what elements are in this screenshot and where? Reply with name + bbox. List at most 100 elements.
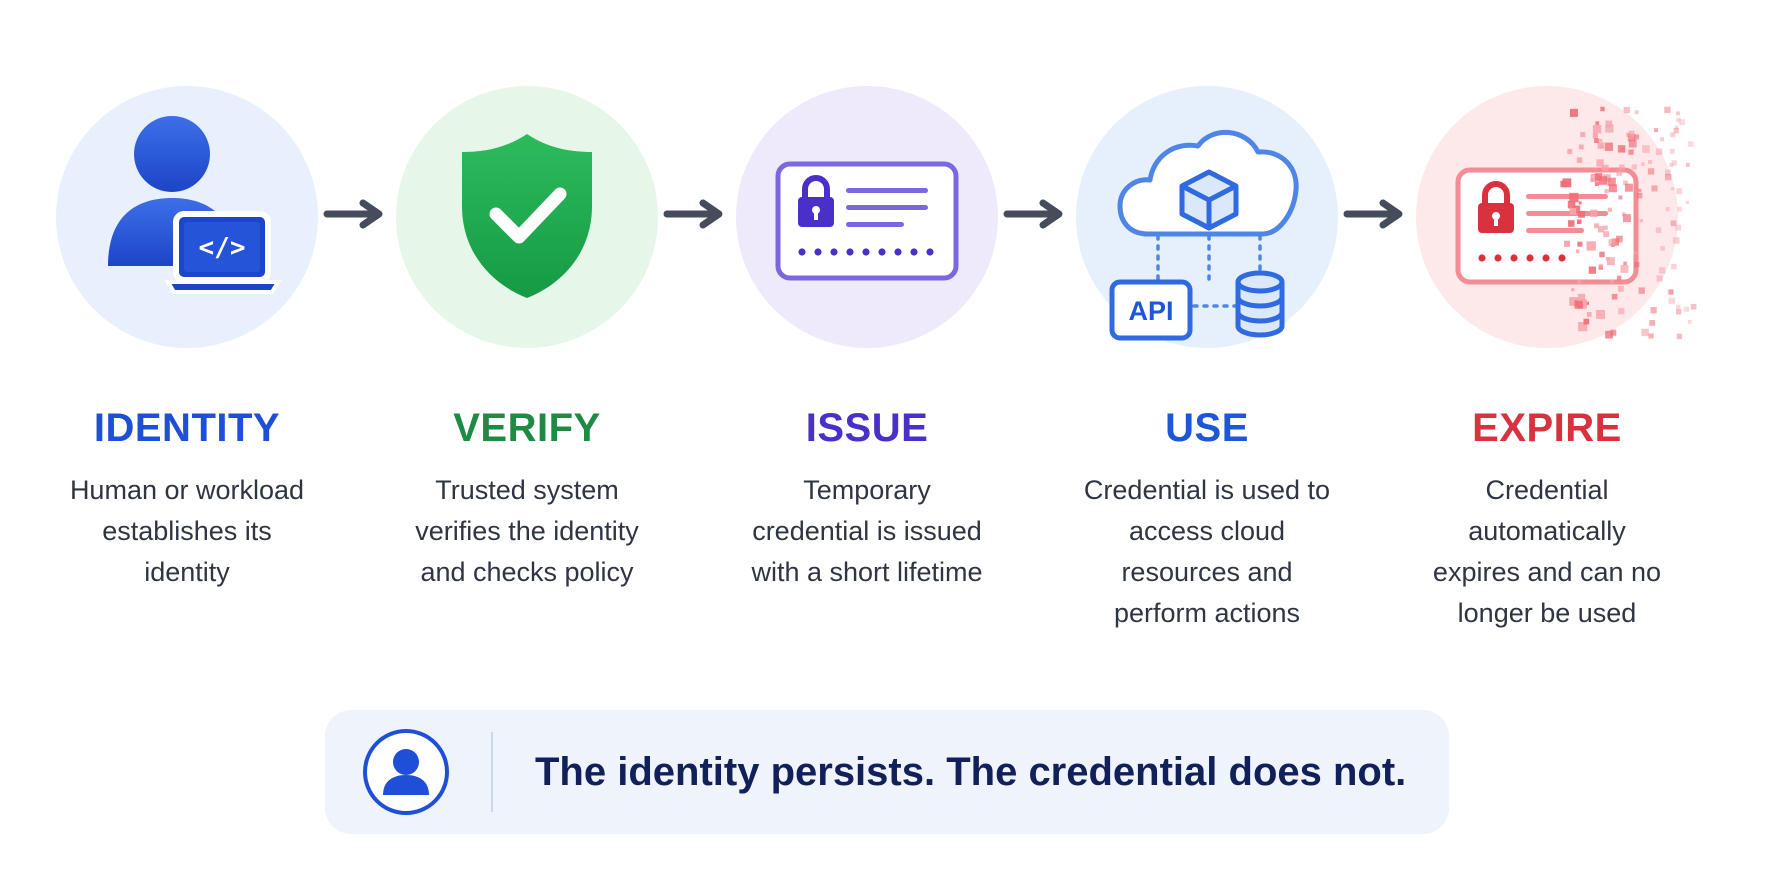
dissolve-pixel: [1638, 188, 1642, 193]
dissolve-pixel: [1636, 192, 1643, 199]
dissolve-pixel: [1601, 164, 1609, 172]
dissolve-pixel: [1628, 139, 1637, 148]
dissolve-pixel: [1608, 239, 1616, 246]
dissolve-pixel: [1586, 241, 1596, 251]
dissolve-pixel: [1594, 138, 1599, 143]
dissolve-pixel: [1598, 176, 1608, 185]
dissolve-pixel: [1610, 279, 1614, 284]
dissolve-pixel: [1598, 264, 1603, 269]
dissolve-pixel: [1648, 333, 1654, 339]
database-icon: [1235, 270, 1285, 338]
dissolve-pixel: [1648, 160, 1653, 165]
person-laptop-icon: </>: [108, 116, 282, 294]
dissolve-pixel: [1658, 267, 1666, 274]
dissolve-pixel: [1633, 251, 1638, 255]
dissolve-pixel: [1670, 220, 1677, 227]
dissolve-pixel: [1664, 106, 1671, 113]
step-title: VERIFY: [453, 406, 601, 450]
step-expire: EXPIRE Credential automatically expires …: [1377, 86, 1717, 634]
dissolve-pixel: [1604, 142, 1613, 151]
dissolve-pixel: [1676, 111, 1680, 116]
banner-text: The identity persists. The credential do…: [535, 750, 1407, 794]
dissolve-pixel: [1577, 280, 1581, 284]
api-label: API: [1128, 296, 1173, 326]
dissolve-pixel: [1577, 241, 1583, 247]
dissolve-pixel: [1606, 257, 1615, 266]
dissolve-pixel: [1660, 137, 1665, 142]
dissolve-pixel: [1616, 170, 1622, 176]
dissolve-pixel: [1671, 263, 1677, 270]
dissolve-pixel: [1628, 149, 1634, 155]
dissolve-pixel: [1567, 148, 1573, 154]
dissolve-pixel: [1618, 308, 1625, 315]
dissolve-pixel: [1650, 307, 1657, 314]
dissolve-pixel: [1585, 301, 1589, 305]
dissolve-pixel: [1620, 264, 1629, 273]
dissolve-pixel: [1660, 246, 1665, 251]
dissolve-pixel: [1638, 287, 1645, 294]
dissolve-pixel: [1679, 119, 1686, 126]
dissolve-pixel: [1590, 209, 1598, 217]
step-description: Temporary credential is issued with a sh…: [751, 475, 983, 587]
user-circle-icon: [363, 729, 449, 815]
dissolve-pixel: [1665, 173, 1672, 181]
dissolve-pixel: [1684, 306, 1690, 312]
dissolve-pixel: [1575, 249, 1580, 254]
dissolve-pixel: [1623, 106, 1630, 114]
step-use: API USE Credential is used to access clo…: [1037, 86, 1377, 634]
dissolve-pixel: [1647, 168, 1655, 175]
dissolve-pixel: [1580, 131, 1586, 137]
dissolve-pixel: [1623, 261, 1627, 266]
dissolve-pixel: [1594, 223, 1600, 229]
dissolve-pixel: [1586, 312, 1592, 317]
step-identity: </> IDENTITY Human or workload establish…: [17, 86, 357, 593]
dissolve-pixel: [1599, 138, 1603, 142]
dissolve-pixel: [1675, 224, 1682, 231]
dissolve-pixel: [1676, 309, 1682, 315]
cube-icon: [1179, 169, 1239, 231]
dissolve-pixel: [1599, 251, 1605, 258]
dissolve-pixel: [1627, 133, 1636, 142]
dissolve-pixel: [1616, 235, 1623, 243]
dissolve-pixel: [1564, 240, 1571, 247]
dissolve-pixel: [1676, 117, 1681, 123]
dissolve-pixel: [1597, 226, 1605, 233]
dissolve-pixel: [1605, 124, 1614, 133]
dissolve-pixel: [1574, 300, 1583, 309]
dissolve-pixel: [1576, 219, 1582, 224]
step-title: EXPIRE: [1472, 406, 1622, 450]
arrow-right-icon: [1003, 199, 1063, 229]
dissolve-pixel: [1634, 261, 1640, 268]
dissolve-pixel: [1569, 207, 1577, 215]
cloud-api-database-icon: API: [1109, 130, 1299, 341]
dissolve-pixel: [1605, 120, 1613, 128]
dissolve-pixel: [1593, 133, 1598, 138]
dissolve-pixel: [1569, 297, 1579, 306]
dissolve-pixel: [1588, 266, 1596, 274]
dissolve-pixel: [1676, 188, 1683, 195]
expire-circle: [1416, 86, 1697, 348]
arrow-right-icon: [323, 199, 383, 229]
dissolve-pixel: [1607, 207, 1612, 212]
dissolve-pixel: [1655, 148, 1663, 155]
step-title: IDENTITY: [93, 406, 281, 450]
dissolve-pixel: [1583, 318, 1590, 325]
dissolve-pixel: [1669, 148, 1675, 154]
api-box-icon: API: [1109, 279, 1193, 341]
dissolve-pixel: [1577, 293, 1586, 302]
dissolve-pixel: [1622, 214, 1631, 223]
dissolve-pixel: [1639, 219, 1644, 223]
dissolve-particles: [1560, 106, 1697, 340]
step-title: USE: [1165, 406, 1249, 450]
dissolve-pixel: [1690, 303, 1697, 310]
dissolve-pixel: [1687, 320, 1692, 324]
dissolve-pixel: [1673, 128, 1679, 134]
dissolve-pixel: [1567, 200, 1576, 209]
dissolve-pixel: [1596, 310, 1605, 319]
step-verify: VERIFY Trusted system verifies the ident…: [357, 86, 697, 593]
dissolve-pixel: [1628, 130, 1635, 137]
dissolve-pixel: [1668, 289, 1674, 295]
shield-check-icon: [462, 134, 592, 298]
dissolve-pixel: [1676, 333, 1683, 340]
dissolve-pixel: [1634, 110, 1639, 115]
